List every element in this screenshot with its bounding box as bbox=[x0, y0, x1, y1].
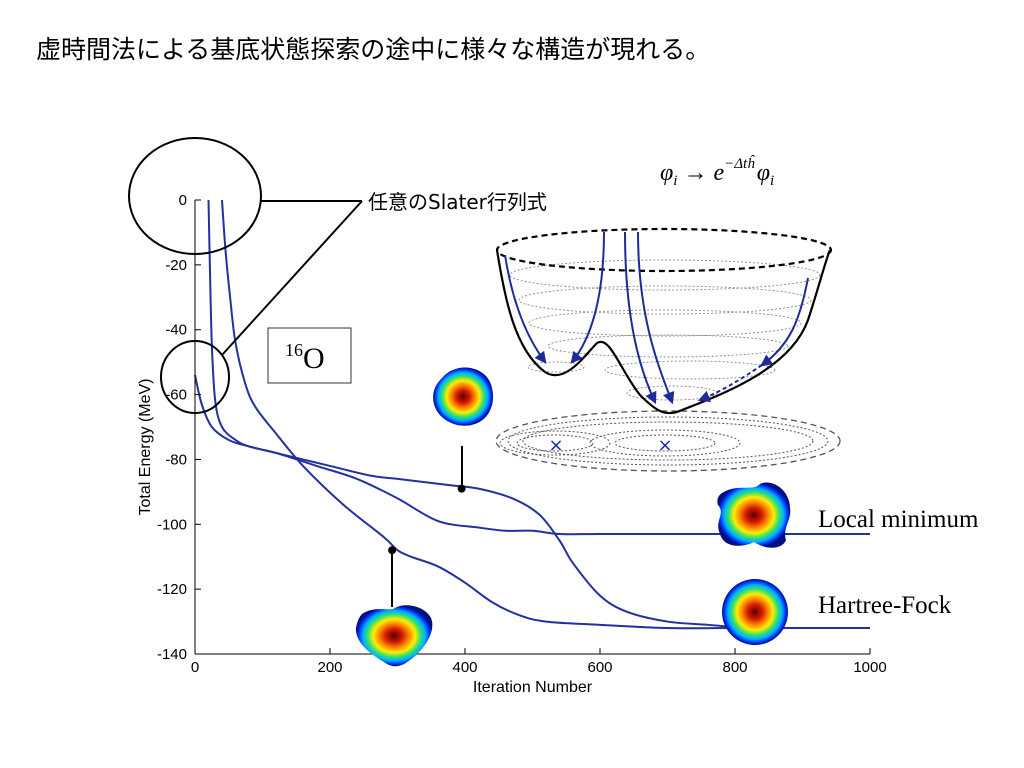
density-snapshot-intermediate-2 bbox=[355, 553, 433, 667]
basin-rim bbox=[495, 227, 833, 273]
nucleus-symbol: O bbox=[303, 342, 325, 375]
density-snapshot-local-minimum bbox=[717, 482, 791, 548]
leader-line-diagonal bbox=[221, 200, 363, 356]
hartree-fock-label: Hartree-Fock bbox=[818, 592, 952, 619]
slide-title: 虚時間法による基底状態探索の途中に様々な構造が現れる。 bbox=[36, 35, 711, 64]
energy-series-line-2 bbox=[207, 199, 870, 536]
density-snapshot-hartree-fock bbox=[722, 579, 788, 645]
y-tick-label: -80 bbox=[165, 451, 187, 468]
y-tick-label: -20 bbox=[165, 257, 187, 274]
formula-exp-base: e bbox=[713, 160, 724, 186]
global-minimum-cross: × bbox=[657, 435, 672, 456]
contour-projection bbox=[495, 410, 841, 472]
local-minimum-label: Local minimum bbox=[818, 506, 979, 533]
slater-determinant-label: 任意のSlater行列式 bbox=[368, 190, 547, 214]
start-highlight-circle bbox=[128, 137, 262, 255]
descent-arrows bbox=[504, 231, 809, 405]
formula-phi-right: φ bbox=[757, 160, 770, 186]
formula-exponent-op: ĥ bbox=[747, 155, 755, 172]
y-tick-label: -140 bbox=[157, 646, 187, 663]
x-tick-label: 200 bbox=[317, 659, 342, 676]
marker-layer bbox=[388, 484, 466, 555]
nucleus-label: 16O bbox=[285, 340, 325, 375]
y-tick-label: -100 bbox=[157, 516, 187, 533]
secondary-highlight-circle bbox=[160, 340, 230, 414]
x-tick-label: 400 bbox=[452, 659, 477, 676]
density-snapshot-intermediate-1 bbox=[433, 367, 494, 490]
y-axis-label: Total Energy (MeV) bbox=[137, 379, 154, 516]
y-tick-label: 0 bbox=[179, 192, 187, 209]
snapshot-point-2 bbox=[388, 546, 397, 555]
formula-sub-right: i bbox=[770, 173, 774, 189]
basin-outline bbox=[495, 249, 832, 415]
x-tick-label: 0 bbox=[191, 659, 199, 676]
y-tick-label: -120 bbox=[157, 581, 187, 598]
formula-phi-left: φ bbox=[660, 160, 673, 186]
start-annotation: 任意のSlater行列式 bbox=[128, 137, 547, 414]
nucleus-mass-number: 16 bbox=[285, 340, 303, 360]
formula-exponent: −Δt bbox=[724, 156, 748, 172]
x-tick-label: 600 bbox=[587, 659, 612, 676]
x-tick-label: 800 bbox=[722, 659, 747, 676]
series-layer bbox=[194, 199, 870, 630]
local-minimum-cross: × bbox=[548, 435, 563, 456]
energy-basin-diagram: × × bbox=[495, 227, 841, 472]
imaginary-time-formula: φi→e−Δtĥφi bbox=[660, 155, 774, 189]
nucleus-label-box: 16O bbox=[267, 327, 352, 384]
svg-text:φi→e−Δtĥφi: φi→e−Δtĥφi bbox=[660, 155, 774, 189]
formula-arrow: → bbox=[683, 160, 707, 186]
formula-sub-left: i bbox=[673, 173, 677, 189]
basin-rings bbox=[509, 259, 821, 401]
y-tick-label: -40 bbox=[165, 322, 187, 339]
y-tick-label: -60 bbox=[165, 387, 187, 404]
x-tick-label: 1000 bbox=[853, 659, 886, 676]
energy-series-line-3 bbox=[221, 199, 870, 630]
x-axis-label: Iteration Number bbox=[473, 679, 593, 696]
